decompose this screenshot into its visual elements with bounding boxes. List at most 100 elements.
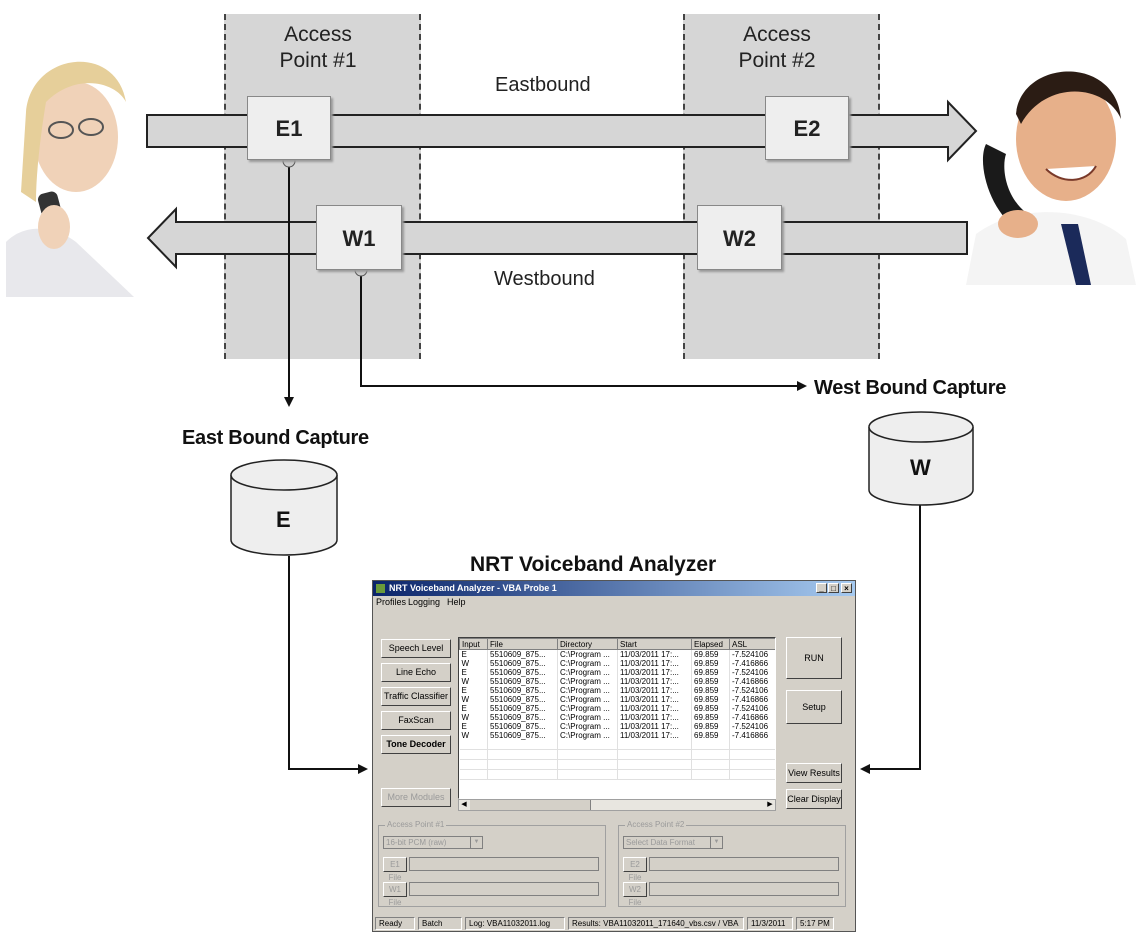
scroll-thumb[interactable]	[470, 800, 591, 810]
table-cell: 5510609_875...	[487, 659, 558, 668]
eastbound-label: Eastbound	[495, 74, 591, 96]
scroll-right-icon[interactable]: ▶	[767, 801, 773, 808]
w2-file-field[interactable]	[649, 882, 839, 896]
menu-help[interactable]: Help	[447, 597, 466, 607]
menu-profiles[interactable]: Profiles	[376, 597, 407, 607]
w1-file-field[interactable]	[409, 882, 599, 896]
table-cell	[557, 749, 618, 760]
column-header[interactable]: Start	[617, 638, 692, 650]
ap2-format-value: Select Data Format	[626, 838, 695, 847]
west-database-icon	[868, 411, 974, 506]
table-cell: C:\Program ...	[557, 713, 618, 722]
table-cell: -7.524106	[729, 722, 775, 731]
table-cell: -7.524106	[729, 668, 775, 677]
close-button[interactable]: ×	[841, 583, 852, 593]
more-modules-button[interactable]: More Modules	[381, 788, 451, 807]
table-cell: -7.416866	[729, 677, 775, 686]
e1-file-field[interactable]	[409, 857, 599, 871]
view-results-button[interactable]: View Results	[786, 763, 842, 783]
table-cell: W	[459, 713, 488, 722]
table-cell: C:\Program ...	[557, 668, 618, 677]
table-cell: -7.524106	[729, 704, 775, 713]
minimize-button[interactable]: _	[816, 583, 827, 593]
access-point-1-group: Access Point #1 16-bit PCM (raw) ▼ E1 Fi…	[378, 820, 606, 907]
clear-display-button[interactable]: Clear Display	[786, 789, 842, 809]
woman-on-phone-photo	[6, 61, 134, 297]
table-cell: 5510609_875...	[487, 713, 558, 722]
traffic-classifier-button[interactable]: Traffic Classifier	[381, 687, 451, 706]
table-cell: 11/03/2011 17:...	[617, 659, 692, 668]
table-cell: 5510609_875...	[487, 649, 558, 659]
west-database-label: W	[910, 455, 931, 480]
maximize-button[interactable]: □	[828, 583, 839, 593]
table-cell: 11/03/2011 17:...	[617, 731, 692, 740]
table-cell	[459, 769, 488, 780]
table-cell	[691, 740, 730, 750]
ap2-format-select[interactable]: Select Data Format ▼	[623, 836, 723, 849]
faxscan-button[interactable]: FaxScan	[381, 711, 451, 730]
table-cell: 69.859	[691, 659, 730, 668]
table-cell: W	[459, 695, 488, 704]
results-table[interactable]: Input File Directory Start Elapsed ASL E…	[458, 637, 776, 799]
node-e2: E2	[765, 96, 849, 160]
column-header[interactable]: ASL	[729, 638, 775, 650]
table-cell: E	[459, 722, 488, 731]
column-header[interactable]: Input	[459, 638, 488, 650]
table-cell	[557, 759, 618, 770]
ap1-format-select[interactable]: 16-bit PCM (raw) ▼	[383, 836, 483, 849]
column-header[interactable]: Elapsed	[691, 638, 730, 650]
table-cell: C:\Program ...	[557, 695, 618, 704]
table-cell: 11/03/2011 17:...	[617, 713, 692, 722]
setup-button[interactable]: Setup	[786, 690, 842, 724]
empty-table-row	[459, 769, 775, 780]
westbound-label: Westbound	[494, 268, 595, 290]
tone-decoder-button[interactable]: Tone Decoder	[381, 735, 451, 754]
analyzer-window: NRT Voiceband Analyzer - VBA Probe 1 _ □…	[372, 580, 856, 932]
w1-file-button[interactable]: W1 File	[383, 882, 407, 907]
table-cell	[729, 740, 775, 750]
access-point-2-band	[683, 14, 880, 359]
east-capture-label: East Bound Capture	[182, 427, 369, 449]
table-cell	[487, 749, 558, 760]
e1-file-button[interactable]: E1 File	[383, 857, 407, 882]
speech-level-button[interactable]: Speech Level	[381, 639, 451, 658]
table-cell: 5510609_875...	[487, 686, 558, 695]
menu-logging[interactable]: Logging	[408, 597, 441, 607]
table-cell: C:\Program ...	[557, 659, 618, 668]
e2-file-field[interactable]	[649, 857, 839, 871]
table-cell: E	[459, 649, 488, 659]
line-echo-button[interactable]: Line Echo	[381, 663, 451, 682]
column-header[interactable]: Directory	[557, 638, 618, 650]
run-button[interactable]: RUN	[786, 637, 842, 679]
table-cell: E	[459, 668, 488, 677]
table-cell: E	[459, 686, 488, 695]
table-cell: 69.859	[691, 713, 730, 722]
table-cell: 11/03/2011 17:...	[617, 677, 692, 686]
west-capture-label: West Bound Capture	[814, 377, 1007, 399]
horizontal-scrollbar[interactable]: ◀ ▶	[458, 799, 776, 811]
status-bar: Ready Batch Log: VBA11032011.log Results…	[375, 917, 853, 930]
e2-file-button[interactable]: E2 File	[623, 857, 647, 882]
table-cell: 11/03/2011 17:...	[617, 649, 692, 659]
table-cell: W	[459, 659, 488, 668]
access-point-1-band	[224, 14, 421, 359]
scroll-left-icon[interactable]: ◀	[461, 801, 467, 808]
w2-file-button[interactable]: W2 File	[623, 882, 647, 907]
table-cell: 11/03/2011 17:...	[617, 668, 692, 677]
column-header[interactable]: File	[487, 638, 558, 650]
table-cell: 69.859	[691, 668, 730, 677]
table-cell: 11/03/2011 17:...	[617, 722, 692, 731]
table-cell: 11/03/2011 17:...	[617, 695, 692, 704]
